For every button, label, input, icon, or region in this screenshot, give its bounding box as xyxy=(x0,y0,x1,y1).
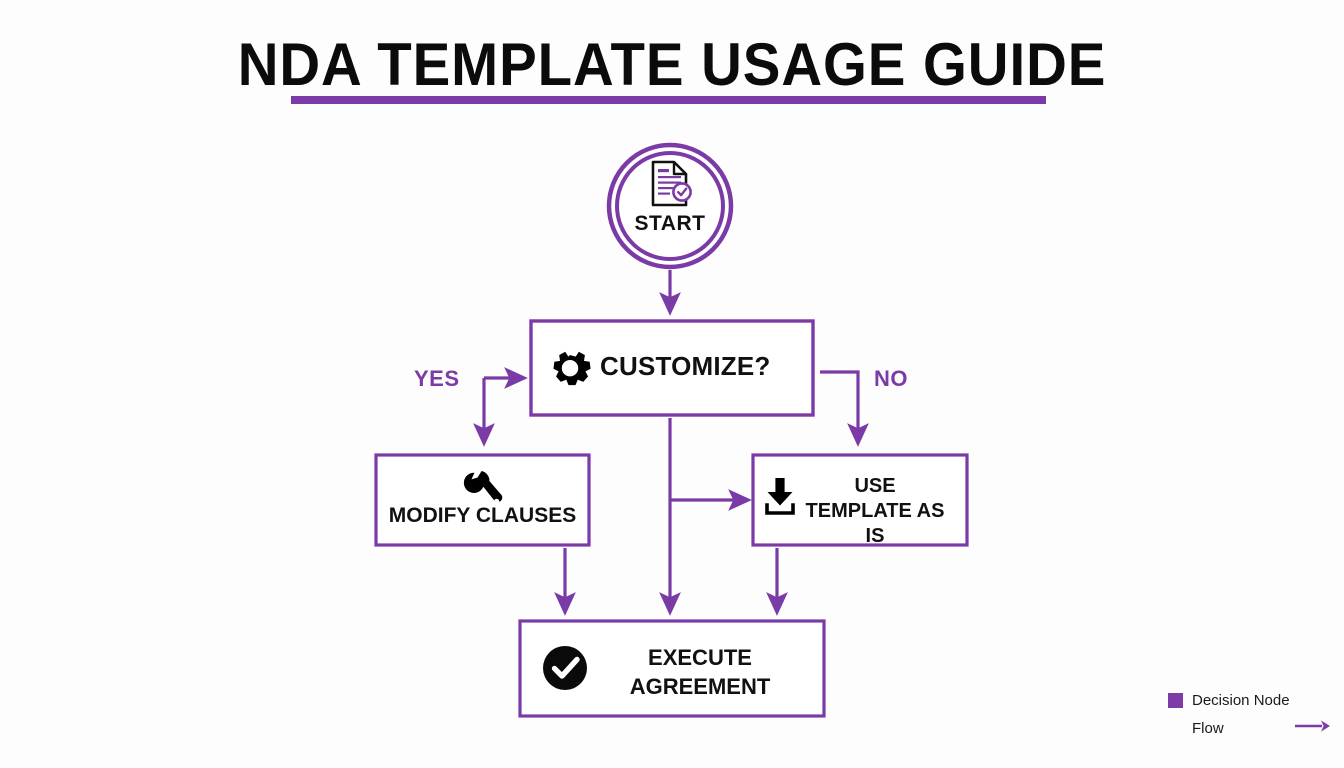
legend-item-decision-node: Decision Node xyxy=(1168,686,1332,714)
modify-clauses-node-label: MODIFY CLAUSES xyxy=(388,504,577,527)
use-template-box xyxy=(751,453,969,547)
execute-agreement-node-label: EXECUTE AGREEMENT xyxy=(629,645,771,699)
document-check-icon xyxy=(651,160,692,207)
legend-item-flow: Flow xyxy=(1168,714,1332,742)
start-node-label: START xyxy=(634,212,706,235)
legend-label-flow: Flow xyxy=(1192,719,1224,737)
customize-node-label: CUSTOMIZE? xyxy=(600,351,771,381)
use-template-node-label: USE TEMPLATE AS IS xyxy=(805,475,945,547)
node-modify-clauses[interactable] xyxy=(374,453,591,547)
wrench-icon xyxy=(463,470,503,504)
branch-label-no: NO xyxy=(874,366,908,391)
edge-no-branch xyxy=(820,370,869,447)
arrow-right-icon xyxy=(1294,719,1332,738)
decision-node-swatch-icon xyxy=(1168,692,1183,708)
download-icon xyxy=(765,478,795,515)
title-block: NDA TEMPLATE USAGE GUIDE xyxy=(0,30,1344,100)
legend-label-decision-node: Decision Node xyxy=(1192,691,1290,709)
edge-yes-branch xyxy=(473,367,528,447)
page-title: NDA TEMPLATE USAGE GUIDE xyxy=(237,31,1107,98)
node-execute-agreement[interactable] xyxy=(518,619,826,718)
legend: Decision Node Flow xyxy=(1168,686,1332,742)
branch-label-yes: YES xyxy=(414,366,460,391)
node-start[interactable] xyxy=(606,142,734,270)
node-customize[interactable] xyxy=(529,319,815,417)
title-underline-rule xyxy=(291,96,1046,104)
node-use-template[interactable] xyxy=(751,453,969,547)
modify-clauses-box xyxy=(374,453,591,547)
check-circle-icon xyxy=(543,646,587,690)
gear-icon xyxy=(553,351,591,386)
